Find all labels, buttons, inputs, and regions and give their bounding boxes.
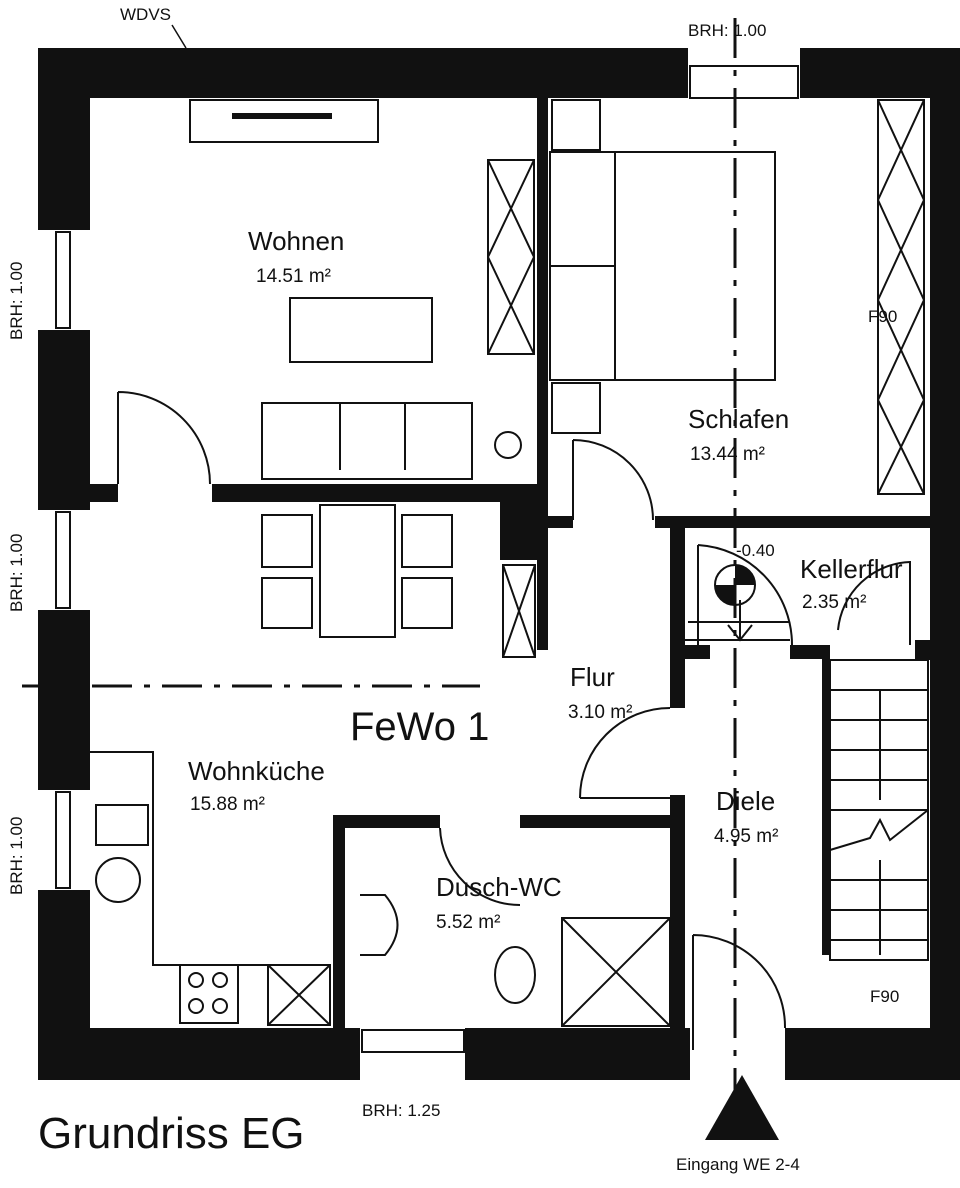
room-area-kellerflur: 2.35 m² [802, 592, 866, 613]
room-label-schlafen: Schlafen [688, 404, 789, 434]
room-label-flur: Flur [570, 662, 615, 692]
room-area-flur: 3.10 m² [568, 702, 632, 723]
outer-walls [38, 48, 960, 1080]
entrance-label: Eingang WE 2-4 [676, 1155, 800, 1174]
section-lines [22, 18, 779, 1140]
brh-bottom-label: BRH: 1.25 [362, 1101, 440, 1120]
room-area-wohnen: 14.51 m² [256, 266, 331, 287]
level-label: -0.40 [736, 541, 775, 560]
brh-left-label-1: BRH: 1.00 [7, 262, 26, 340]
plan-title: Grundriss EG [38, 1109, 305, 1158]
wdvs-label: WDVS [120, 5, 171, 24]
furniture [90, 99, 929, 1027]
f90-bottom-label: F90 [870, 987, 899, 1006]
brh-left-label-2: BRH: 1.00 [7, 534, 26, 612]
room-area-dusch-wc: 5.52 m² [436, 912, 500, 933]
room-label-kellerflur: Kellerflur [800, 554, 903, 584]
interior-walls [90, 98, 930, 1028]
room-label-dusch-wc: Dusch-WC [436, 872, 562, 902]
room-area-wohnkueche: 15.88 m² [190, 794, 265, 815]
room-area-schlafen: 13.44 m² [690, 444, 765, 465]
room-area-diele: 4.95 m² [714, 826, 778, 847]
room-label-diele: Diele [716, 786, 775, 816]
room-label-wohnen: Wohnen [248, 226, 344, 256]
room-label-wohnkueche: Wohnküche [188, 756, 325, 786]
unit-label: FeWo 1 [350, 705, 489, 749]
f90-top-label: F90 [868, 307, 897, 326]
brh-top-label: BRH: 1.00 [688, 21, 766, 40]
brh-left-label-3: BRH: 1.00 [7, 817, 26, 895]
windows [55, 65, 799, 1053]
